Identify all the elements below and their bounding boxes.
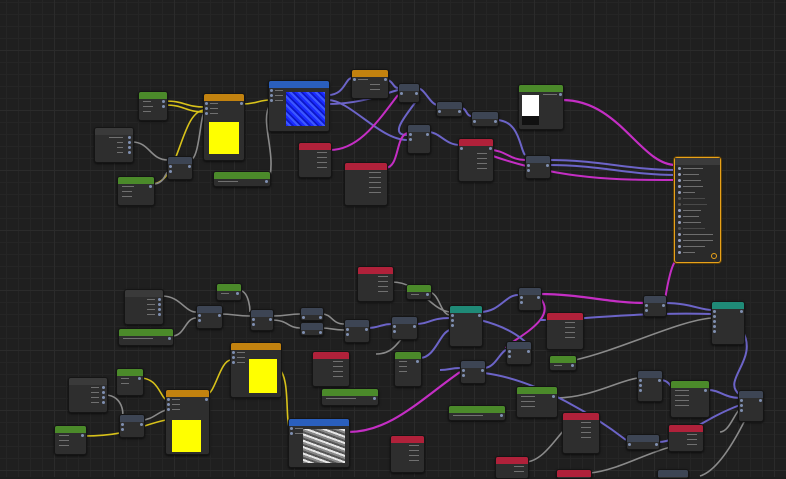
displacement-preview xyxy=(303,429,345,463)
master-port-local-normal[interactable] xyxy=(675,237,720,243)
speed-node[interactable] xyxy=(117,176,155,206)
texture-coords-node-2[interactable] xyxy=(230,342,282,398)
add-node-far-right[interactable] xyxy=(643,295,667,317)
normal-strength-node[interactable] xyxy=(351,69,389,99)
vertex-tangent-node[interactable] xyxy=(556,469,592,479)
tiling-node[interactable] xyxy=(138,91,168,121)
scene-color-node[interactable] xyxy=(458,138,494,182)
displacement-texture-node[interactable] xyxy=(288,418,350,468)
master-port-normal[interactable] xyxy=(675,171,720,177)
master-port-refraction[interactable] xyxy=(675,207,720,213)
one-minus-node-3[interactable] xyxy=(657,469,689,479)
add-node-bottom[interactable] xyxy=(250,309,274,331)
add-node-top[interactable] xyxy=(398,83,420,103)
angle-node[interactable] xyxy=(216,283,242,301)
uv-preview xyxy=(249,359,277,393)
multiply-node-5[interactable] xyxy=(460,360,486,384)
float-node[interactable] xyxy=(549,355,577,371)
master-port-gloss[interactable] xyxy=(675,189,720,195)
multiply-node-3[interactable] xyxy=(391,316,418,340)
vertex-position-node-3[interactable] xyxy=(546,312,584,350)
one-minus-node-2[interactable] xyxy=(626,434,660,450)
time-parameters-node[interactable] xyxy=(94,127,134,163)
master-port-debug[interactable] xyxy=(675,249,720,255)
vector3-node-2[interactable] xyxy=(516,386,558,418)
multiply-node-6[interactable] xyxy=(506,341,532,365)
vector3-node-3[interactable] xyxy=(670,380,710,418)
add-node-right[interactable] xyxy=(518,287,542,311)
master-port-albedo[interactable] xyxy=(675,177,720,183)
normal-map-preview xyxy=(286,92,325,126)
multiply-node-4[interactable] xyxy=(119,414,145,438)
multiply-node-top[interactable] xyxy=(525,155,551,179)
master-port-opacity[interactable] xyxy=(675,195,720,201)
normal-scale-node[interactable] xyxy=(213,171,271,187)
time-parameters-node-3[interactable] xyxy=(68,377,108,413)
master-port-translucency[interactable] xyxy=(675,225,720,231)
vertex-position-node-2[interactable] xyxy=(312,351,350,387)
refraction-color-node[interactable] xyxy=(298,142,332,178)
master-port-opacity-mask[interactable] xyxy=(675,201,720,207)
master-port-tessellation[interactable] xyxy=(675,243,720,249)
radius-node[interactable] xyxy=(321,388,379,406)
master-port-vertex-position[interactable] xyxy=(675,165,720,171)
master-port-occlusion[interactable] xyxy=(675,219,720,225)
multiply-node-7[interactable] xyxy=(637,370,663,402)
master-port-local-offset[interactable] xyxy=(675,231,720,237)
multiply-node-8[interactable] xyxy=(738,390,764,422)
wave-node[interactable] xyxy=(406,284,432,300)
master-port-emission[interactable] xyxy=(675,213,720,219)
one-minus-node[interactable] xyxy=(471,111,499,127)
uv-preview-2 xyxy=(172,420,201,452)
vertex-normal-node-2[interactable] xyxy=(495,456,529,479)
master-node[interactable] xyxy=(674,157,721,263)
vector2-node[interactable] xyxy=(116,368,144,396)
vertex-normal-node[interactable] xyxy=(390,435,425,473)
vector3-node-1[interactable] xyxy=(394,351,422,387)
texture-coords-node-3[interactable] xyxy=(165,389,210,455)
local-volume-node[interactable] xyxy=(118,328,174,346)
water-color-node[interactable] xyxy=(518,84,564,130)
world-normal-node[interactable] xyxy=(562,412,600,454)
add-node-mid[interactable] xyxy=(407,124,431,154)
append-node[interactable] xyxy=(344,319,370,343)
displacement-amount-node[interactable] xyxy=(448,405,506,421)
vertex-position-node-1[interactable] xyxy=(357,266,394,302)
sample-texture-node[interactable] xyxy=(268,80,330,132)
uv-scale-node[interactable] xyxy=(54,425,87,455)
lerp-node[interactable] xyxy=(449,305,483,347)
sin-node[interactable] xyxy=(300,307,324,321)
cos-node[interactable] xyxy=(300,322,324,336)
settings-gear-icon[interactable] xyxy=(711,253,717,259)
master-port-specular[interactable] xyxy=(675,183,720,189)
color-preview xyxy=(522,95,539,125)
lerp-node-2[interactable] xyxy=(711,301,745,345)
multiply-node-2[interactable] xyxy=(196,305,223,329)
tiling-preview xyxy=(209,122,239,154)
vertex-normal-node-3[interactable] xyxy=(668,424,704,452)
tiling-and-offset-node[interactable] xyxy=(203,93,245,161)
master-node-title xyxy=(675,158,720,165)
scene-screen-position-node[interactable] xyxy=(344,162,388,206)
multiply-node-1[interactable] xyxy=(167,156,193,180)
time-parameters-node-2[interactable] xyxy=(124,289,164,325)
scale-node[interactable] xyxy=(436,101,463,117)
